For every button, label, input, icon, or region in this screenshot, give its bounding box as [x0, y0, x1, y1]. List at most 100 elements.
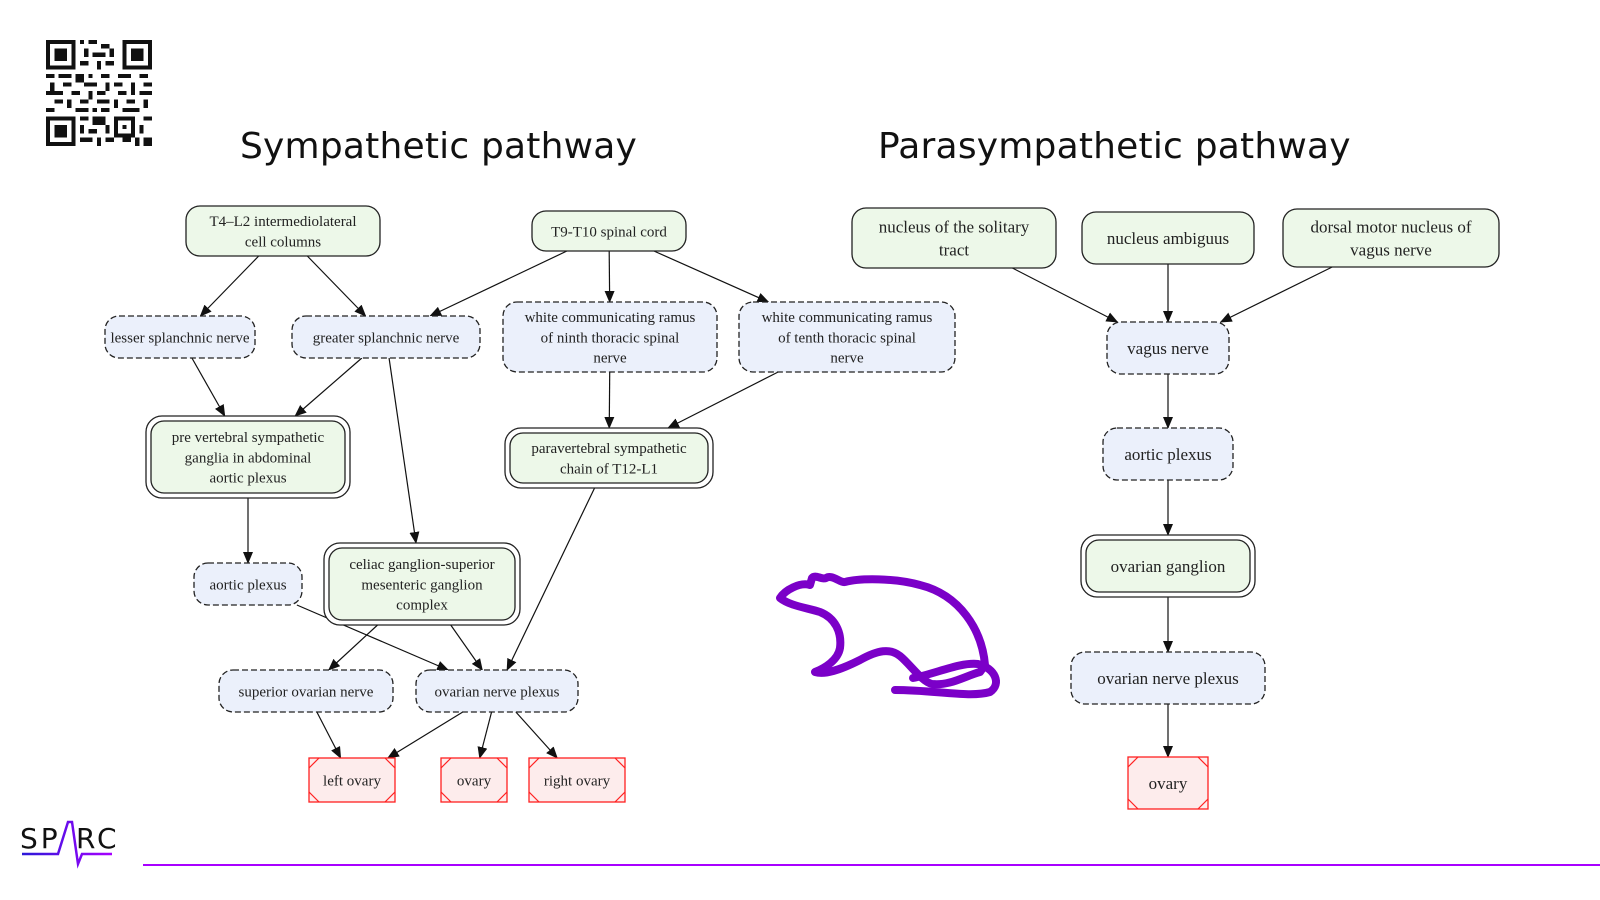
- organ-corner: [1127, 756, 1139, 768]
- node-box: [528, 757, 626, 803]
- qr-code-icon[interactable]: [46, 40, 152, 146]
- edge-dmnv-vagus: [1219, 266, 1333, 323]
- node-label: right ovary: [544, 773, 611, 789]
- edge-onp-ovary: [477, 711, 493, 759]
- node-box: [440, 757, 508, 803]
- node-label: nucleus of the solitary: [879, 217, 1030, 236]
- footer-divider: [143, 864, 1600, 866]
- node-label: ovary: [1149, 774, 1188, 793]
- node-label: T4–L2 intermediolateral: [209, 214, 356, 230]
- edge-celiac-son: [328, 624, 378, 671]
- node-t9t10[interactable]: T9-T10 spinal cord: [531, 210, 687, 252]
- node-label: white communicating ramus: [525, 310, 696, 326]
- node-label: of tenth thoracic spinal: [778, 330, 916, 346]
- node-label: dorsal motor nucleus of: [1311, 217, 1472, 236]
- node-gsn[interactable]: greater splanchnic nerve: [291, 315, 481, 359]
- organ-corner: [1127, 798, 1139, 810]
- organ-corner: [1197, 798, 1209, 810]
- parasympathetic-pathway-title: Parasympathetic pathway: [878, 126, 1351, 167]
- organ-corner: [528, 757, 540, 769]
- node-label: ovarian nerve plexus: [435, 684, 560, 700]
- node-box: [1106, 321, 1230, 375]
- node-box: [193, 562, 303, 606]
- edge-aortic-onp: [296, 604, 450, 671]
- node-box: [150, 420, 346, 494]
- organ-corner: [1197, 756, 1209, 768]
- logo-text-rc: RC: [76, 822, 120, 855]
- node-label: complex: [396, 598, 448, 614]
- edge-t9t10-gsn: [429, 250, 568, 317]
- node-label: ganglia in abdominal: [185, 450, 312, 466]
- node-wcr9[interactable]: white communicating ramus of ninth thorac…: [502, 301, 718, 373]
- organ-corner: [440, 791, 452, 803]
- logo-text-sp: SP: [20, 822, 61, 855]
- organ-corner: [308, 791, 320, 803]
- node-box: [415, 669, 579, 713]
- organ-corner: [496, 791, 508, 803]
- node-wcr10[interactable]: white communicating ramus of tenth thorac…: [738, 301, 956, 373]
- node-label: mesenteric ganglion: [361, 577, 483, 593]
- node-box: [291, 315, 481, 359]
- edge-wcr10-paravert: [667, 371, 779, 429]
- node-label: superior ovarian nerve: [239, 684, 374, 700]
- node-label: nucleus ambiguus: [1107, 229, 1229, 248]
- node-og[interactable]: ovarian ganglion: [1080, 534, 1256, 598]
- node-box: [738, 301, 956, 373]
- node-lsn[interactable]: lesser splanchnic nerve: [104, 315, 256, 359]
- node-box: [1127, 756, 1209, 810]
- node-paortic[interactable]: aortic plexus: [1102, 427, 1234, 481]
- edge-t4l2-gsn: [306, 255, 367, 317]
- node-label: T9-T10 spinal cord: [551, 224, 667, 240]
- edge-nts-vagus: [1012, 267, 1119, 323]
- node-label: nerve: [830, 351, 864, 367]
- organ-corner: [440, 757, 452, 769]
- node-label: of ninth thoracic spinal: [541, 330, 680, 346]
- edge-t9t10-wcr10: [653, 250, 770, 303]
- node-povary[interactable]: ovary: [1127, 756, 1209, 810]
- node-rovary[interactable]: right ovary: [528, 757, 626, 803]
- node-box: [308, 757, 396, 803]
- edge-gsn-celiac: [388, 357, 420, 544]
- node-label: ovarian ganglion: [1111, 557, 1226, 576]
- node-box: [531, 210, 687, 252]
- edges-layer: [191, 250, 1333, 759]
- node-aortic[interactable]: aortic plexus: [193, 562, 303, 606]
- edge-onp-lovary: [386, 711, 464, 759]
- node-box: [218, 669, 394, 713]
- node-son[interactable]: superior ovarian nerve: [218, 669, 394, 713]
- node-ponp[interactable]: ovarian nerve plexus: [1070, 651, 1266, 705]
- node-box: [509, 432, 709, 484]
- node-label: paravertebral sympathetic: [531, 441, 687, 457]
- node-t4l2[interactable]: T4–L2 intermediolateral cell columns: [185, 205, 381, 257]
- node-box: [185, 205, 381, 257]
- node-lovary[interactable]: left ovary: [308, 757, 396, 803]
- node-onp[interactable]: ovarian nerve plexus: [415, 669, 579, 713]
- node-label: pre vertebral sympathetic: [172, 430, 325, 446]
- node-box: [502, 301, 718, 373]
- node-label: aortic plexus: [209, 471, 286, 487]
- edge-onp-rovary: [515, 711, 558, 759]
- organ-corner: [496, 757, 508, 769]
- node-label: white communicating ramus: [762, 310, 933, 326]
- sympathetic-pathway-title: Sympathetic pathway: [240, 126, 638, 167]
- node-box: [851, 207, 1057, 269]
- node-label: aortic plexus: [1124, 445, 1211, 464]
- node-vagus[interactable]: vagus nerve: [1106, 321, 1230, 375]
- node-label: ovary: [457, 773, 492, 789]
- node-na[interactable]: nucleus ambiguus: [1081, 211, 1255, 265]
- organ-corner: [384, 757, 396, 769]
- edge-t4l2-lsn: [199, 255, 260, 317]
- node-prevert[interactable]: pre vertebral sympathetic ganglia in abdo…: [145, 415, 351, 499]
- organ-corner: [614, 791, 626, 803]
- organ-corner: [384, 791, 396, 803]
- node-label: cell columns: [245, 234, 321, 250]
- node-box: [1102, 427, 1234, 481]
- rat-icon: [776, 572, 1000, 699]
- node-label: greater splanchnic nerve: [313, 330, 460, 346]
- node-label: ovarian nerve plexus: [1097, 669, 1239, 688]
- node-ovary[interactable]: ovary: [440, 757, 508, 803]
